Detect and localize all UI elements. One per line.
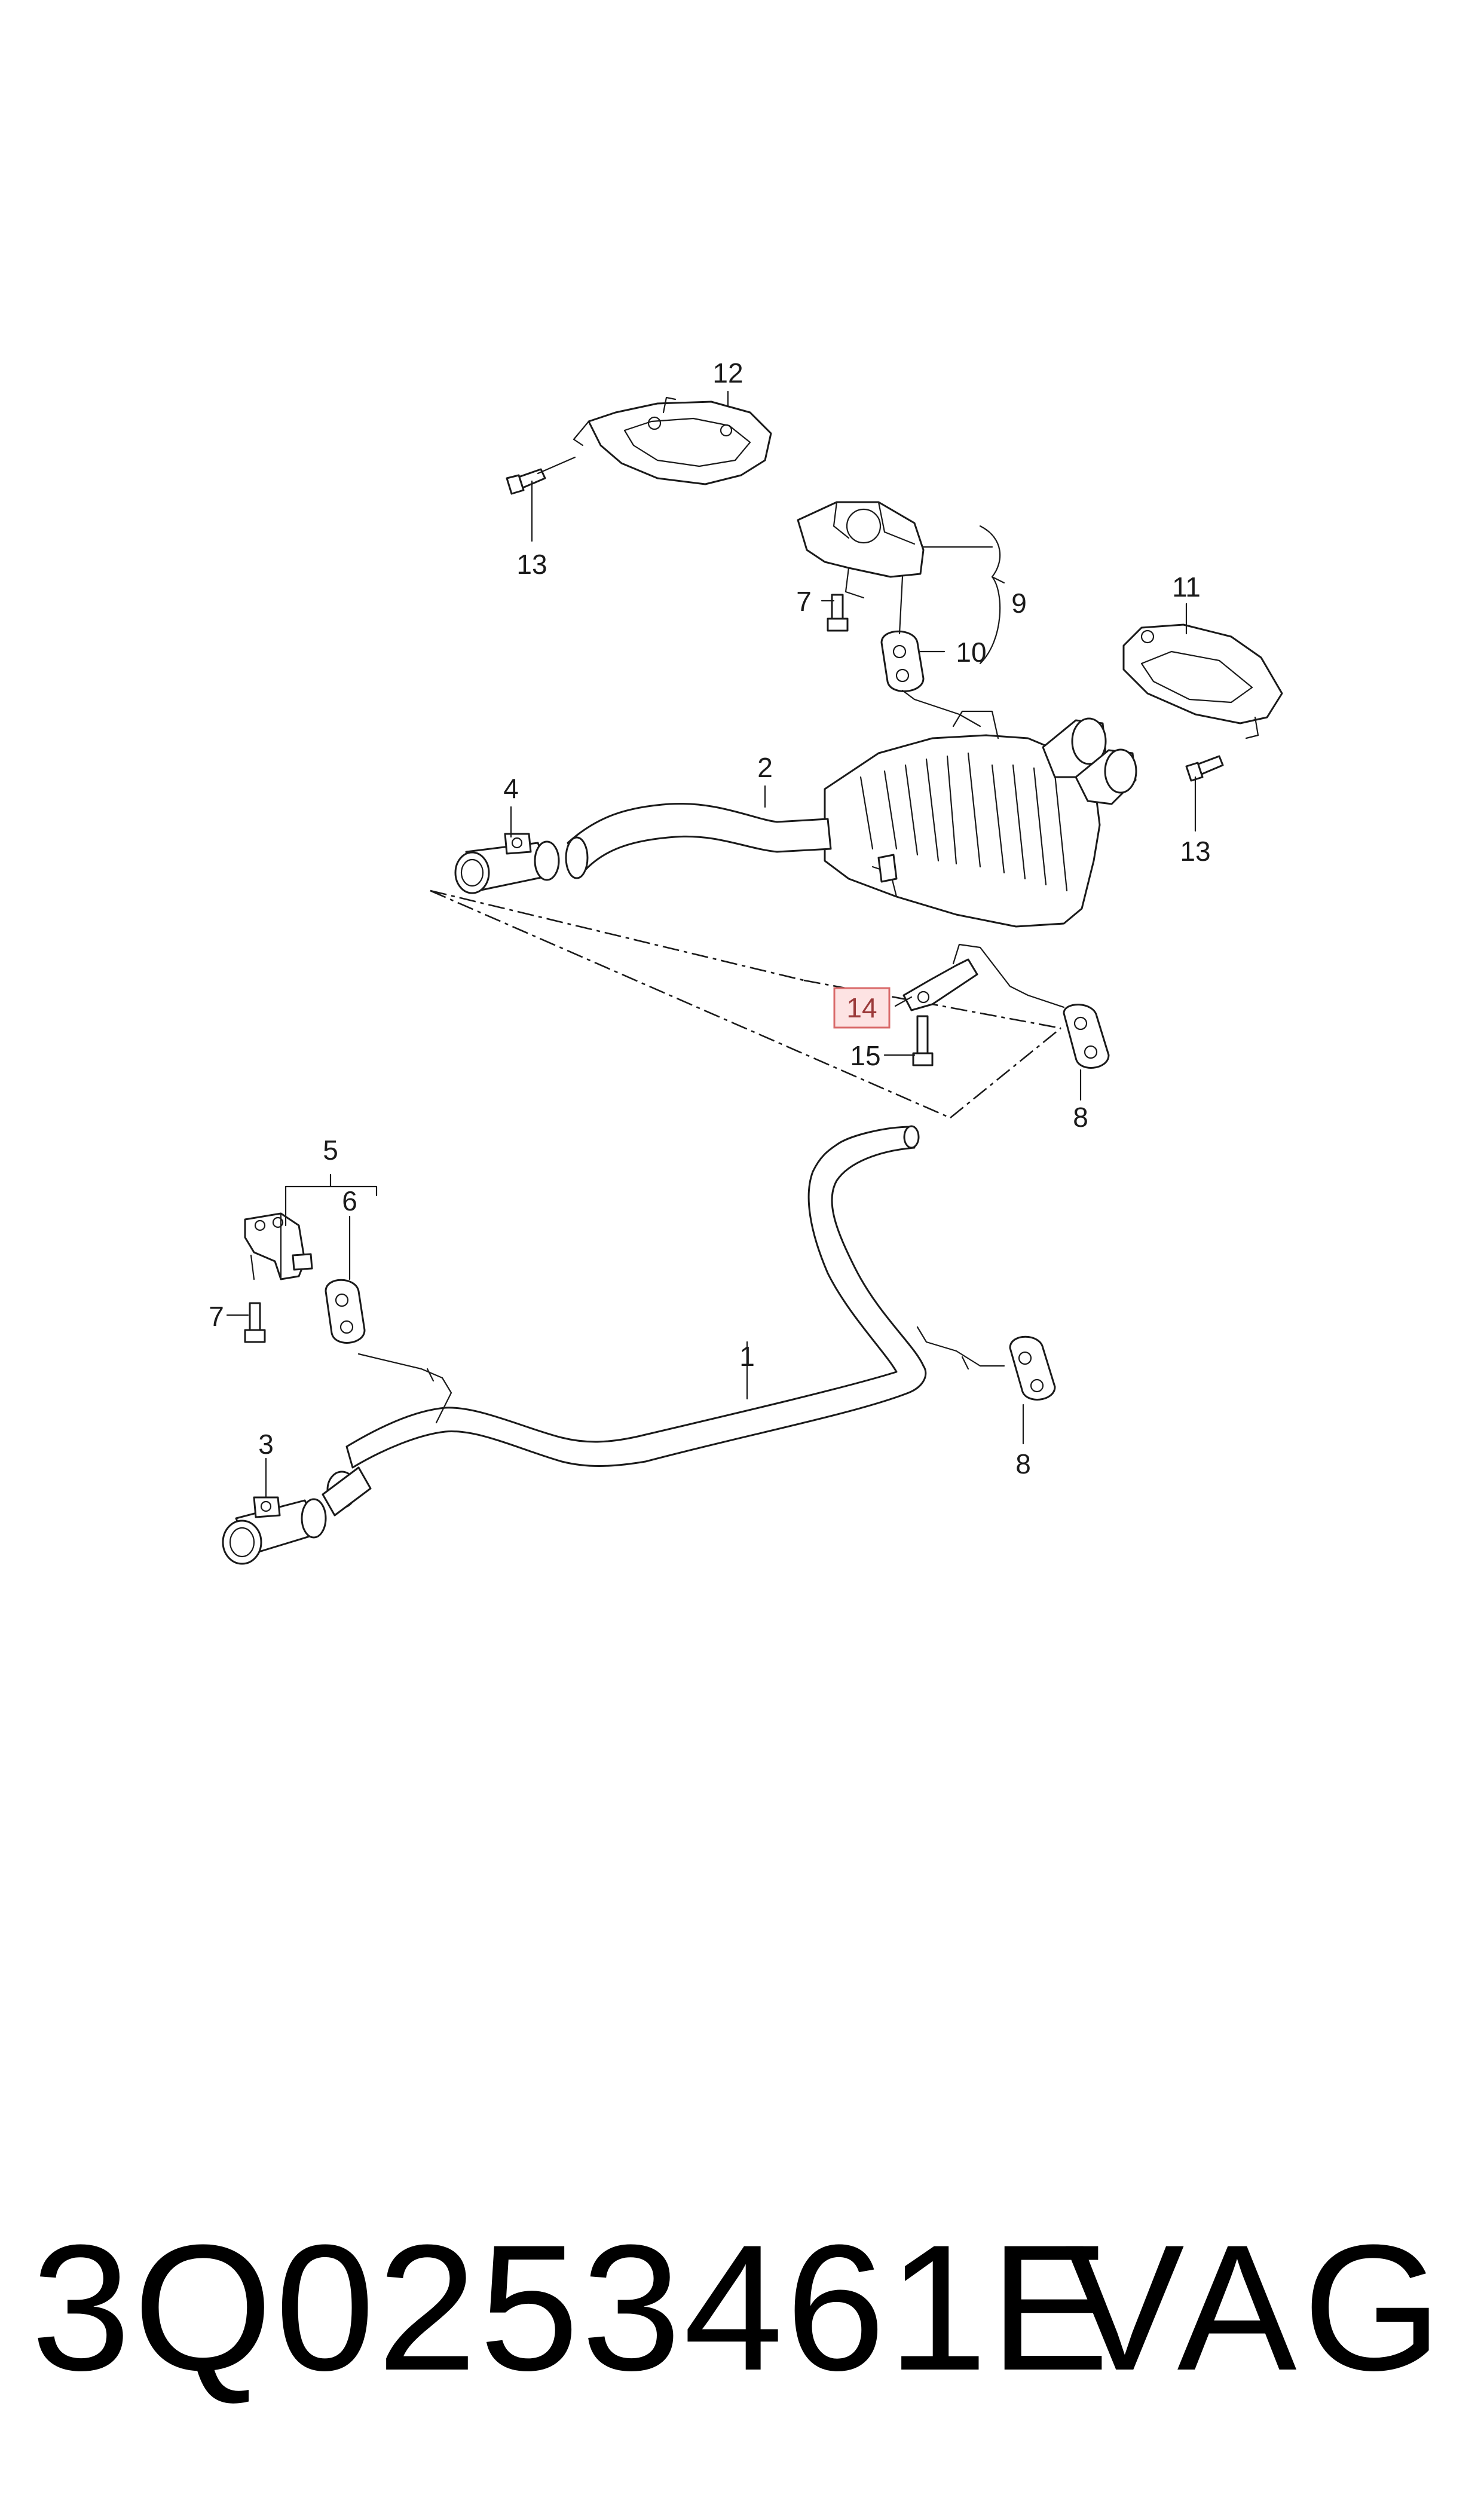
callout-3: 3 <box>258 1429 274 1460</box>
callout-6: 6 <box>342 1185 357 1216</box>
callout-13-right: 13 <box>1180 836 1210 867</box>
part-number: 3Q0253461E <box>31 2207 1112 2408</box>
callout-5: 5 <box>323 1135 338 1166</box>
alignment-lines <box>430 889 1061 1119</box>
callout-4: 4 <box>503 773 519 804</box>
bracket-left <box>244 1212 313 1280</box>
rubber-hanger-6 <box>325 1279 366 1344</box>
rubber-hanger-8-lower <box>1009 1335 1056 1401</box>
callout-7-top: 7 <box>796 586 812 617</box>
heat-shield-upper <box>573 396 772 485</box>
footer: 3Q0253461E VAG <box>0 2212 1484 2403</box>
callout-1: 1 <box>739 1341 755 1372</box>
callout-14-highlight <box>833 987 891 1029</box>
callout-12: 12 <box>712 357 743 389</box>
rubber-hanger-10 <box>880 576 981 727</box>
brand-name: VAG <box>1064 2207 1448 2408</box>
front-pipe <box>322 1125 1005 1517</box>
bracket-assembly <box>797 501 1005 665</box>
bolt-lower-left <box>244 1302 266 1343</box>
leader-lines <box>226 390 1197 1499</box>
callout-2: 2 <box>757 752 773 783</box>
callout-8-upper: 8 <box>1073 1102 1088 1133</box>
callouts: 12 13 7 9 10 11 13 4 2 14 15 8 5 6 7 1 3… <box>209 357 1210 1479</box>
bolt-lower-right <box>1185 755 1224 782</box>
callout-9: 9 <box>1011 588 1027 619</box>
rubber-hanger-8-upper <box>1063 1004 1110 1069</box>
mounting-bracket-14 <box>902 943 1065 1011</box>
callout-15: 15 <box>850 1040 880 1071</box>
callout-7-lower: 7 <box>209 1301 224 1332</box>
bolt-15 <box>912 1015 934 1066</box>
callout-11: 11 <box>1172 571 1201 603</box>
callout-14: 14 <box>846 992 877 1023</box>
clamp-lower <box>222 1496 327 1565</box>
clamp-upper <box>454 833 560 894</box>
callout-10: 10 <box>956 637 986 668</box>
callout-13-top: 13 <box>516 549 547 580</box>
callout-8-lower: 8 <box>1015 1448 1031 1479</box>
rear-muffler-assembly <box>565 710 1137 928</box>
bolt-bracket <box>827 594 849 632</box>
bolt-upper-left <box>506 468 546 495</box>
heat-shield-right <box>1122 623 1283 739</box>
